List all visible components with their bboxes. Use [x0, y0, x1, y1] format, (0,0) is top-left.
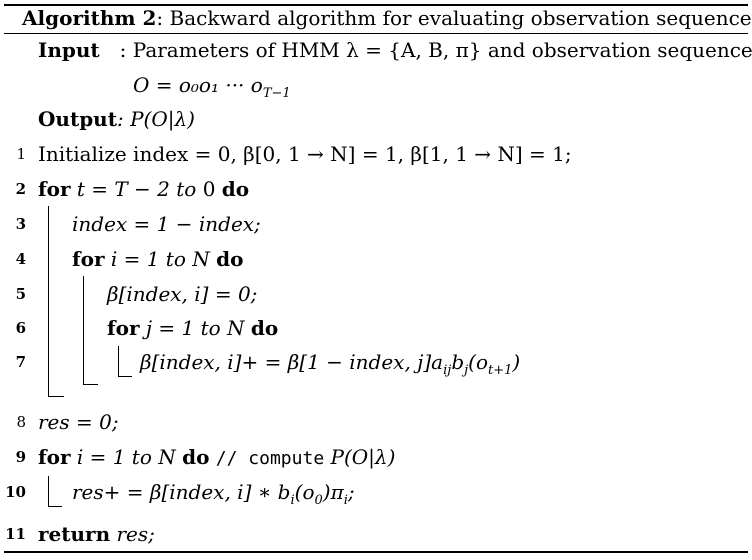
line-number: 2 [15, 180, 26, 198]
code-line-2: for t = T − 2 to 0 do [38, 177, 250, 201]
line-number: 4 [15, 250, 26, 268]
code-line-4: for i = 1 to N do [72, 247, 244, 271]
line-number: 8 [16, 413, 26, 431]
top-rule [4, 4, 748, 6]
line-number: 9 [15, 448, 26, 466]
code-line-3: index = 1 − index; [72, 212, 261, 236]
for-block-bar-middle [83, 276, 84, 384]
code-line-10: res+ = β[index, i] ∗ bi(o0)πi; [72, 480, 355, 508]
code-comment: // compute [215, 448, 325, 469]
input-keyword: Input [38, 38, 100, 62]
code-line-6: for j = 1 to N do [107, 316, 279, 340]
algorithm-title: : Backward algorithm for evaluating obse… [156, 6, 752, 30]
for-block-foot-final [48, 506, 62, 507]
line-number: 10 [5, 483, 26, 501]
output-keyword: Output [38, 107, 117, 131]
line-number: 11 [5, 525, 26, 543]
input-text: : Parameters of HMM λ = {A, B, π} and ob… [119, 38, 752, 62]
code-line-11: return res; [38, 522, 155, 546]
for-block-foot-middle [83, 384, 98, 385]
code-line-9: for i = 1 to N do // compute P(O|λ) [38, 445, 396, 469]
code-line-1: Initialize index = 0, β[0, 1 → N] = 1, β… [38, 142, 572, 166]
observation-sequence: O = o₀o₁ ··· oT−1 [133, 73, 291, 101]
line-number: 6 [15, 319, 26, 337]
algorithm-label: Algorithm 2 [22, 6, 157, 30]
line-number: 3 [15, 215, 26, 233]
code-line-7: β[index, i]+ = β[1 − index, j]aijbj(ot+1… [140, 350, 521, 378]
line-number: 5 [15, 285, 26, 303]
for-block-bar-final [48, 476, 49, 506]
bottom-rule [4, 551, 748, 553]
for-block-foot-inner [118, 376, 132, 377]
header-rule [4, 33, 748, 34]
code-line-5: β[index, i] = 0; [107, 282, 258, 306]
algorithm-header: Algorithm 2: Backward algorithm for eval… [22, 6, 752, 30]
for-block-bar-inner [118, 346, 119, 376]
for-block-bar-outer [48, 206, 49, 396]
for-block-foot-outer [48, 396, 64, 397]
input-line: Input : Parameters of HMM λ = {A, B, π} a… [38, 38, 752, 62]
output-line: Output: P(O|λ) [38, 107, 195, 131]
line-number: 7 [15, 353, 26, 371]
code-line-8: res = 0; [38, 410, 119, 434]
line-number: 1 [16, 145, 26, 163]
output-text: : P(O|λ) [116, 107, 195, 131]
